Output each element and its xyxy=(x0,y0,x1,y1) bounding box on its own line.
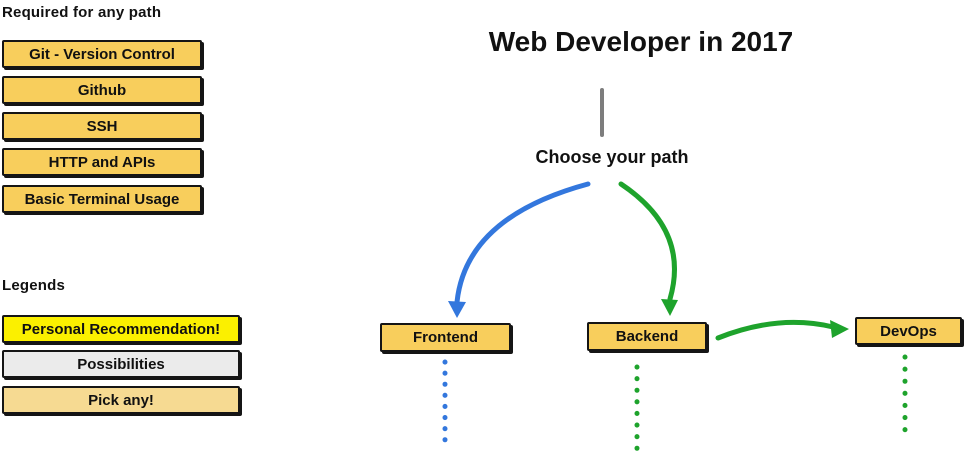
legend-personal-recommendation: Personal Recommendation! xyxy=(2,315,240,343)
title-connector-line xyxy=(600,88,604,137)
page-title: Web Developer in 2017 xyxy=(488,26,794,57)
required-item-terminal: Basic Terminal Usage xyxy=(2,185,202,213)
legend-section-title: Legends xyxy=(2,277,66,294)
frontend-arrow xyxy=(454,181,591,305)
backend-arrowhead-icon xyxy=(661,299,678,316)
devops-arrowhead-icon xyxy=(830,320,849,338)
backend-arrow xyxy=(618,181,677,302)
choose-your-path-label: Choose your path xyxy=(535,147,689,167)
required-item-ssh: SSH xyxy=(2,112,202,140)
required-item-github: Github xyxy=(2,76,202,104)
frontend-arrowhead-icon xyxy=(448,301,466,318)
node-frontend: Frontend xyxy=(380,323,511,352)
legend-pick-any: Pick any! xyxy=(2,386,240,414)
node-backend: Backend xyxy=(587,322,707,351)
backend-to-devops-arrow xyxy=(715,319,836,341)
legend-possibilities: Possibilities xyxy=(2,350,240,378)
required-item-http-apis: HTTP and APIs xyxy=(2,148,202,176)
required-section-title: Required for any path xyxy=(2,4,162,21)
required-item-git: Git - Version Control xyxy=(2,40,202,68)
node-devops: DevOps xyxy=(855,317,962,345)
